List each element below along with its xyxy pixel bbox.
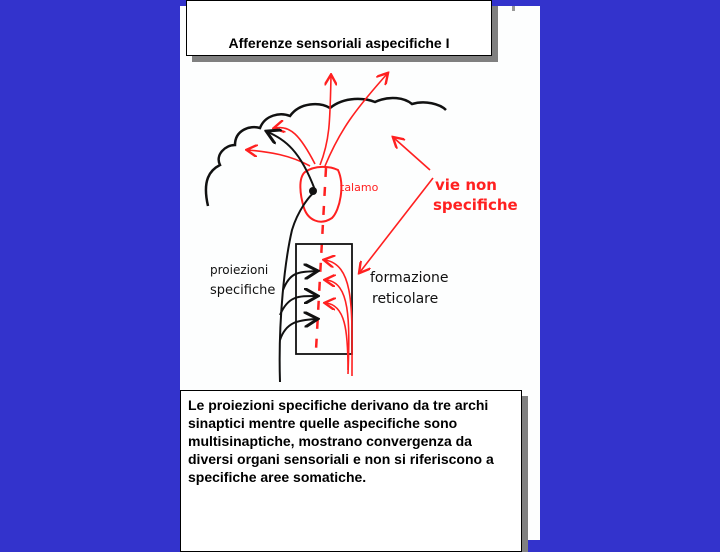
label-formazione: formazione: [370, 270, 449, 286]
label-proiezioni: proiezioni: [210, 263, 268, 277]
title-box: Afferenze sensoriali aspecifiche I: [186, 0, 492, 56]
slide-title: Afferenze sensoriali aspecifiche I: [228, 35, 450, 51]
label-reticolare: reticolare: [372, 291, 438, 307]
label-talamo: talamo: [340, 181, 379, 194]
label-specifiche: specifiche: [210, 283, 275, 298]
slide-body-text: Le proiezioni specifiche derivano da tre…: [188, 397, 494, 485]
label-specifiche-red: specifiche: [433, 196, 518, 214]
reticular-pathway: [314, 167, 328, 351]
diagram: talamo vie non specifiche proiezioni spe…: [204, 60, 518, 383]
reticular-formation-box: [295, 243, 353, 355]
nonspecific-arrows: [248, 74, 434, 272]
label-vie-non: vie non: [435, 176, 497, 194]
thalamus-shape: [299, 165, 343, 223]
ascending-red-inputs: [325, 260, 353, 377]
text-box: Le proiezioni specifiche derivano da tre…: [180, 390, 522, 552]
decorative-mark: [512, 6, 515, 11]
specific-pathway: [268, 132, 316, 383]
cortex-outline: [204, 96, 447, 207]
synapse-dot: [309, 187, 317, 195]
